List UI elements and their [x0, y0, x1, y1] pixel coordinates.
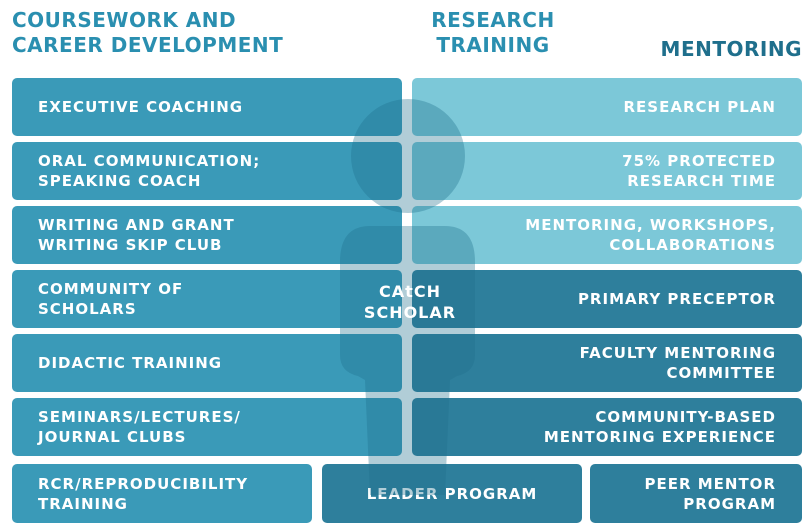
right-item-label: COMMUNITY-BASED MENTORING EXPERIENCE	[543, 408, 776, 446]
left-item-label: SEMINARS/LECTURES/ JOURNAL CLUBS	[38, 408, 241, 446]
left-item-label: WRITING AND GRANT WRITING SKIP CLUB	[38, 216, 235, 254]
right-item-community-based: COMMUNITY-BASED MENTORING EXPERIENCE	[412, 398, 802, 456]
right-item-faculty-committee: FACULTY MENTORING COMMITTEE	[412, 334, 802, 392]
right-item-primary-preceptor: PRIMARY PRECEPTOR	[412, 270, 802, 328]
left-item-executive-coaching: EXECUTIVE COACHING	[12, 78, 402, 136]
right-item-label: PRIMARY PRECEPTOR	[577, 290, 776, 308]
coursework-header-line-2: CAREER DEVELOPMENT	[12, 33, 284, 57]
catch-scholar-label: CAtCH SCHOLAR	[363, 282, 457, 322]
left-item-rcr: RCR/REPRODUCIBILITY TRAINING	[12, 464, 312, 523]
left-item-community: COMMUNITY OF SCHOLARS	[12, 270, 402, 328]
right-item-protected-time: 75% PROTECTED RESEARCH TIME	[412, 142, 802, 200]
left-item-label: ORAL COMMUNICATION; SPEAKING COACH	[38, 152, 261, 190]
peer-mentor-box: PEER MENTOR PROGRAM	[590, 464, 802, 523]
right-item-label: FACULTY MENTORING COMMITTEE	[579, 344, 776, 382]
left-item-seminars: SEMINARS/LECTURES/ JOURNAL CLUBS	[12, 398, 402, 456]
right-item-mentoring-workshops: MENTORING, WORKSHOPS, COLLABORATIONS	[412, 206, 802, 264]
peer-mentor-label: PEER MENTOR PROGRAM	[644, 474, 776, 513]
left-item-didactic: DIDACTIC TRAINING	[12, 334, 402, 392]
right-item-research-plan: RESEARCH PLAN	[412, 78, 802, 136]
research-header-line-1: RESEARCH	[431, 8, 555, 32]
leader-program-label: LEADER PROGRAM	[366, 484, 538, 503]
left-item-label: COMMUNITY OF SCHOLARS	[38, 280, 184, 318]
right-item-label: RESEARCH PLAN	[623, 98, 776, 116]
research-header: RESEARCH TRAINING	[422, 8, 564, 58]
right-item-label: 75% PROTECTED RESEARCH TIME	[622, 152, 776, 190]
left-item-label: RCR/REPRODUCIBILITY TRAINING	[38, 474, 249, 513]
research-header-line-2: TRAINING	[436, 33, 550, 57]
left-item-oral-communication: ORAL COMMUNICATION; SPEAKING COACH	[12, 142, 402, 200]
left-item-label: DIDACTIC TRAINING	[38, 354, 223, 372]
leader-program-box: LEADER PROGRAM	[322, 464, 582, 523]
coursework-header-line-1: COURSEWORK AND	[12, 8, 237, 32]
coursework-header: COURSEWORK AND CAREER DEVELOPMENT	[12, 8, 283, 58]
left-item-label: EXECUTIVE COACHING	[38, 98, 244, 116]
mentoring-header: MENTORING	[660, 37, 802, 61]
left-item-writing: WRITING AND GRANT WRITING SKIP CLUB	[12, 206, 402, 264]
right-item-label: MENTORING, WORKSHOPS, COLLABORATIONS	[525, 216, 776, 254]
